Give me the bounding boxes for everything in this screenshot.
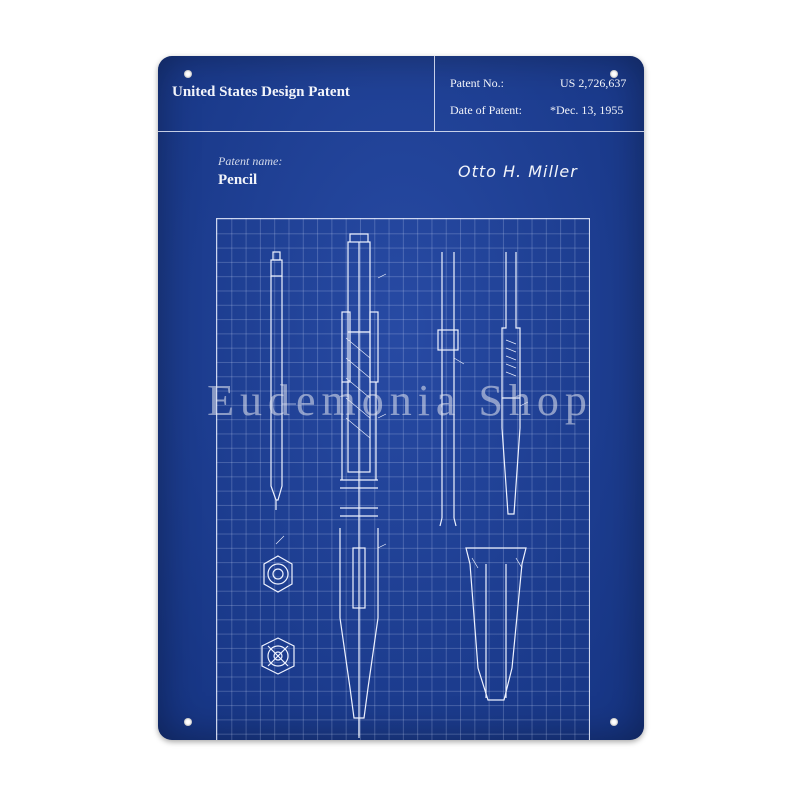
figure-7-tip-lower [465,547,527,701]
mounting-hole-top-left [184,70,192,78]
mounting-hole-top-right [610,70,618,78]
patent-date-label: Date of Patent: [450,103,522,117]
figure-4-sectional-view [339,233,379,738]
pencil-patent-drawing [261,233,529,738]
header-divider-horizontal [158,131,644,132]
inventor-signature: Otto H. Miller [458,162,578,181]
figure-1-pencil [270,251,283,510]
patent-name-label: Patent name: [218,154,283,168]
patent-name: Pencil [218,172,258,188]
mounting-hole-bottom-left [184,718,192,726]
patent-number-label: Patent No.: [450,76,504,90]
figure-2-hex-cap [263,555,293,593]
header-divider-vertical [434,56,435,131]
figure-5-clip [437,252,459,527]
mounting-hole-bottom-right [610,718,618,726]
header-title: United States Design Patent [172,84,350,100]
blueprint-grid [216,218,590,740]
metal-sign: United States Design Patent Patent No.: … [158,56,644,740]
figure-3-hex-bottom [261,637,295,675]
patent-number-value: US 2,726,637 [560,76,627,90]
figure-6-tip-upper [501,252,521,515]
patent-date-value: *Dec. 13, 1955 [550,103,624,117]
